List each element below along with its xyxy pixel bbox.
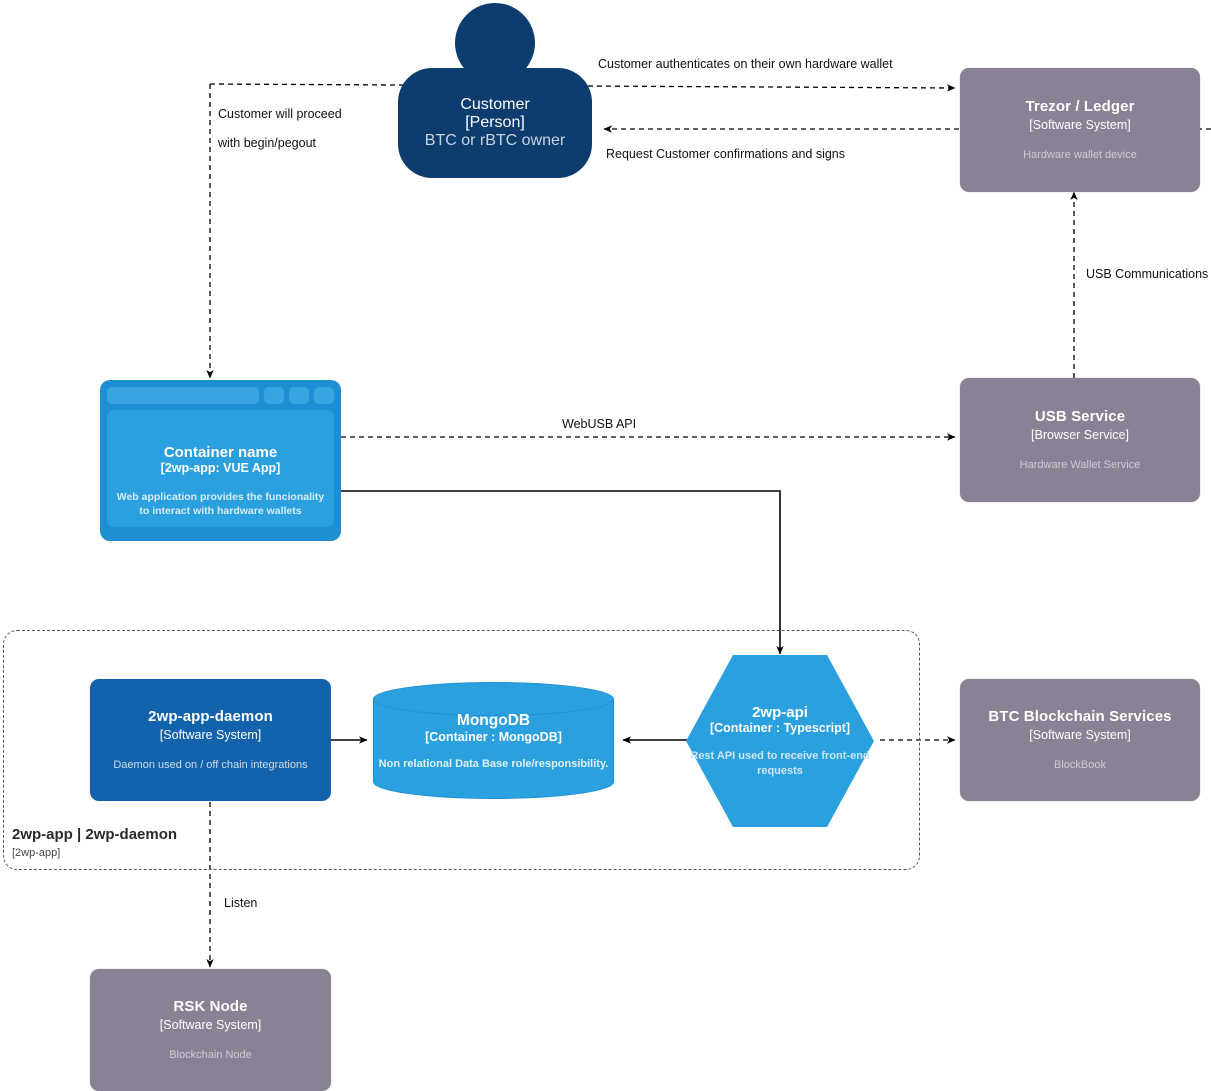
- vue-app-name: Container name: [163, 444, 278, 461]
- edge-label-trezor-to-customer: Request Customer confirmations and signs: [606, 147, 846, 161]
- btc-services-type: [Software System]: [1029, 728, 1131, 743]
- vue-app-type: [2wp-app: VUE App]: [160, 461, 281, 475]
- mongodb-type: [Container : MongoDB]: [425, 729, 562, 744]
- node-btc-blockchain-services[interactable]: BTC Blockchain Services [Software System…: [960, 679, 1200, 801]
- rsk-node-name: RSK Node: [173, 997, 248, 1015]
- node-usb-service[interactable]: USB Service [Browser Service] Hardware W…: [960, 378, 1200, 502]
- boundary-2wp-app: [3, 630, 920, 870]
- api-name: 2wp-api: [752, 703, 808, 721]
- edge-label-listen: Listen: [224, 896, 258, 910]
- edge-label-customer-to-vue-line2: with begin/pegout: [218, 136, 316, 150]
- mongodb-cylinder-top: [373, 682, 614, 716]
- customer-type: [Person]: [465, 114, 525, 131]
- trezor-ledger-name: Trezor / Ledger: [1025, 97, 1135, 115]
- daemon-description: Daemon used on / off chain integrations: [113, 758, 308, 771]
- rsk-node-type: [Software System]: [159, 1018, 262, 1033]
- edge-label-customer-to-vue-line1: Customer will proceed: [218, 107, 342, 121]
- node-rsk-node[interactable]: RSK Node [Software System] Blockchain No…: [90, 969, 331, 1091]
- edge-label-customer-to-trezor: Customer authenticates on their own hard…: [598, 57, 893, 71]
- btc-services-description: BlockBook: [1054, 758, 1106, 771]
- edge-label-webusb-api: WebUSB API: [562, 417, 637, 431]
- daemon-type: [Software System]: [159, 728, 262, 743]
- boundary-type: [2wp-app]: [12, 847, 61, 859]
- node-vue-app[interactable]: Container name [2wp-app: VUE App] Web ap…: [100, 380, 341, 541]
- mongodb-description: Non relational Data Base role/responsibi…: [378, 757, 609, 770]
- mongodb-label: MongoDB [Container : MongoDB] Non relati…: [373, 682, 614, 799]
- usb-service-description: Hardware Wallet Service: [1019, 458, 1141, 471]
- node-2wp-app-daemon[interactable]: 2wp-app-daemon [Software System] Daemon …: [90, 679, 331, 801]
- mongodb-name: MongoDB: [456, 711, 531, 729]
- node-mongodb[interactable]: MongoDB [Container : MongoDB] Non relati…: [373, 682, 614, 799]
- customer-description: BTC or rBTC owner: [424, 132, 566, 149]
- api-type: [Container : Typescript]: [709, 720, 851, 735]
- browser-content: Container name [2wp-app: VUE App] Web ap…: [107, 410, 334, 527]
- browser-title-bar: [107, 387, 334, 404]
- browser-minimize-icon[interactable]: [264, 387, 284, 404]
- trezor-ledger-type: [Software System]: [1029, 118, 1131, 133]
- node-2wp-api[interactable]: 2wp-api [Container : Typescript] Rest AP…: [686, 655, 874, 827]
- browser-maximize-icon[interactable]: [289, 387, 309, 404]
- trezor-ledger-description: Hardware wallet device: [1023, 148, 1137, 161]
- customer-label: Customer [Person] BTC or rBTC owner: [398, 68, 592, 178]
- usb-service-type: [Browser Service]: [1031, 428, 1129, 443]
- api-label: 2wp-api [Container : Typescript] Rest AP…: [686, 655, 874, 827]
- person-body-shape: [398, 68, 592, 178]
- vue-app-description: Web application provides the funcionalit…: [116, 491, 325, 518]
- btc-services-name: BTC Blockchain Services: [988, 707, 1172, 725]
- edge-label-usb-communications: USB Communications: [1086, 267, 1209, 281]
- boundary-label: 2wp-app | 2wp-daemon [2wp-app]: [12, 826, 272, 859]
- browser-address-bar[interactable]: [107, 387, 259, 404]
- browser-close-icon[interactable]: [314, 387, 334, 404]
- usb-service-name: USB Service: [1034, 407, 1126, 425]
- customer-name: Customer: [460, 96, 530, 113]
- daemon-name: 2wp-app-daemon: [148, 707, 273, 725]
- node-trezor-ledger[interactable]: Trezor / Ledger [Software System] Hardwa…: [960, 68, 1200, 192]
- rsk-node-description: Blockchain Node: [169, 1048, 252, 1061]
- api-description: Rest API used to receive front-end reque…: [690, 749, 870, 777]
- boundary-name: 2wp-app | 2wp-daemon: [12, 826, 178, 843]
